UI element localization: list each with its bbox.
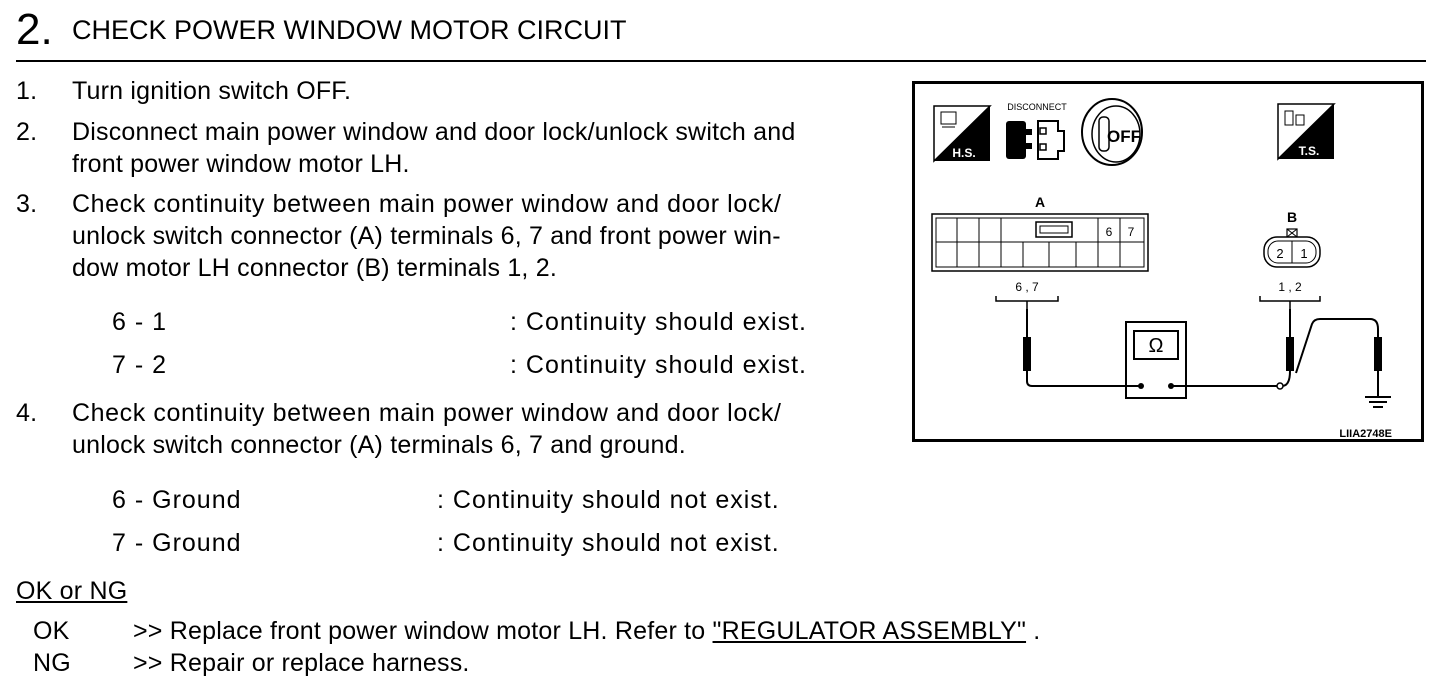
probe-left	[1023, 309, 1031, 371]
step-1-text: Turn ignition switch OFF.	[72, 77, 352, 105]
connector-b-terminals: 1 , 2	[1278, 280, 1302, 294]
figure-id: LIIA2748E	[1339, 428, 1392, 440]
ohm-icon: Ω	[1149, 335, 1164, 357]
ok-action-tail: .	[1033, 617, 1041, 645]
wire-left	[1026, 371, 1141, 387]
ignition-off-icon: OFF	[1081, 98, 1143, 166]
connector-a-label: A	[1035, 194, 1045, 210]
check-3-1-result: : Continuity should exist.	[510, 308, 807, 336]
ok-action-text: >> Replace front power window motor LH. …	[133, 617, 706, 645]
regulator-assembly-link[interactable]: "REGULATOR ASSEMBLY"	[712, 617, 1027, 645]
step-2-line-1: Disconnect main power window and door lo…	[72, 118, 796, 146]
section-title: CHECK POWER WINDOW MOTOR CIRCUIT	[72, 15, 627, 45]
ok-action: >> Replace front power window motor LH. …	[133, 616, 1040, 646]
connector-b: 2 1	[1263, 228, 1321, 268]
title-divider	[16, 60, 1426, 62]
step-3-line-2: unlock switch connector (A) terminals 6,…	[72, 222, 781, 250]
step-4-line-2: unlock switch connector (A) terminals 6,…	[72, 431, 686, 459]
step-3-line-3: dow motor LH connector (B) terminals 1, …	[72, 254, 557, 282]
ok-code: OK	[33, 617, 70, 645]
step-1-number: 1.	[16, 77, 38, 105]
section-number: 2.	[16, 5, 53, 54]
connector-a-terminals: 6 , 7	[1015, 280, 1039, 294]
check-3-1-pins: 6 - 1	[112, 308, 168, 336]
connector-b-pin-1: 1	[1300, 246, 1307, 261]
check-4-1-pins: 6 - Ground	[112, 486, 242, 514]
wire-ground	[1295, 318, 1379, 374]
ng-code: NG	[33, 649, 71, 677]
check-3-2-pins: 7 - 2	[112, 351, 168, 379]
connector-b-pin-2: 2	[1276, 246, 1283, 261]
svg-text:H.S.: H.S.	[952, 146, 975, 160]
check-4-2-pins: 7 - Ground	[112, 529, 242, 557]
step-4-line-1: Check continuity between main power wind…	[72, 399, 782, 427]
step-2-line-2: front power window motor LH.	[72, 150, 410, 178]
hand-tool-icon: H.S.	[933, 105, 992, 163]
step-3-line-1: Check continuity between main power wind…	[72, 190, 782, 218]
step-3-number: 3.	[16, 190, 38, 218]
connector-a-pin-7: 7	[1128, 225, 1135, 239]
connector-a-pin-6: 6	[1106, 225, 1113, 239]
tester-icon: T.S.	[1277, 103, 1336, 161]
svg-text:T.S.: T.S.	[1299, 144, 1320, 158]
probe-ground	[1374, 337, 1382, 397]
check-4-2-result: : Continuity should not exist.	[437, 529, 780, 557]
ground-symbol	[1365, 396, 1391, 408]
step-2-number: 2.	[16, 118, 38, 146]
ng-action: >> Repair or replace harness.	[133, 649, 470, 677]
check-3-2-result: : Continuity should exist.	[510, 351, 807, 379]
disconnect-icon: DISCONNECT	[1006, 102, 1067, 160]
connector-a: 6 7	[931, 213, 1149, 272]
continuity-test-diagram: H.S. DISCONNECT OFF T.S. A	[912, 81, 1424, 442]
step-4-number: 4.	[16, 399, 38, 427]
svg-text:DISCONNECT: DISCONNECT	[1007, 102, 1067, 112]
ok-or-ng-heading: OK or NG	[16, 577, 128, 605]
probe-right	[1286, 309, 1294, 371]
svg-text:OFF: OFF	[1107, 127, 1141, 146]
connector-b-label: B	[1287, 209, 1297, 225]
check-4-1-result: : Continuity should not exist.	[437, 486, 780, 514]
